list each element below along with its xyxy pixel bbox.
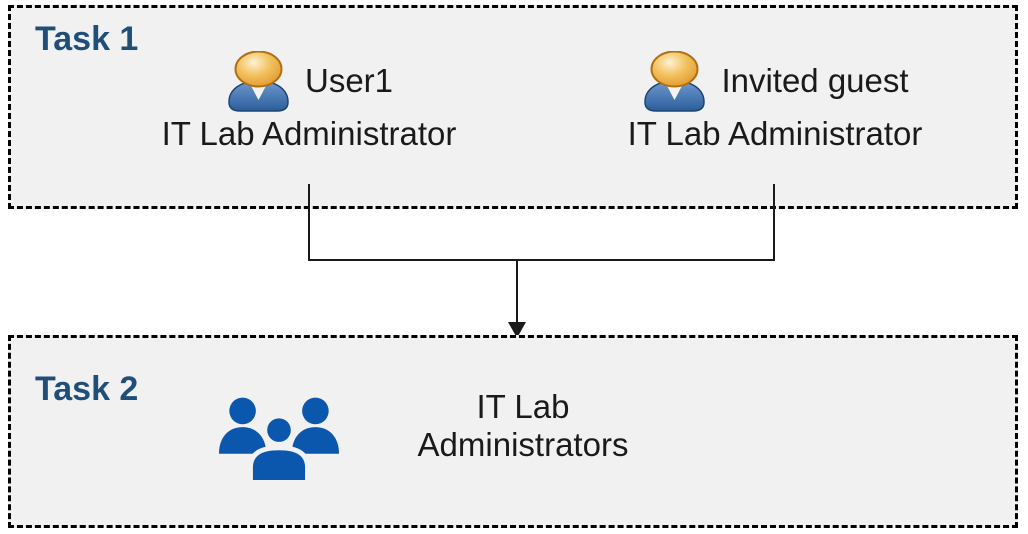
invited-guest-row: Invited guest — [641, 50, 909, 112]
task2-box: Task 2 IT Lab Administrators — [8, 335, 1018, 528]
group-name-line2: Administrators — [417, 426, 629, 463]
invited-guest-card: Invited guest IT Lab Administrator — [605, 50, 945, 153]
invited-guest-role: IT Lab Administrator — [627, 115, 923, 152]
user1-row: User1 — [225, 50, 393, 112]
people-group-icon — [218, 396, 340, 486]
person-icon — [641, 50, 708, 112]
task2-label: Task 2 — [35, 370, 139, 408]
user1-card: User1 IT Lab Administrator — [139, 50, 479, 153]
user1-name: User1 — [304, 62, 394, 99]
task1-label: Task 1 — [35, 20, 139, 58]
group-name-line1: IT Lab — [476, 388, 570, 425]
group-name: IT Lab Administrators — [373, 388, 673, 464]
user1-role: IT Lab Administrator — [161, 115, 457, 152]
task1-box: Task 1 User1 IT Lab Administrator — [8, 5, 1018, 209]
person-icon — [225, 50, 292, 112]
invited-guest-name: Invited guest — [721, 62, 909, 99]
